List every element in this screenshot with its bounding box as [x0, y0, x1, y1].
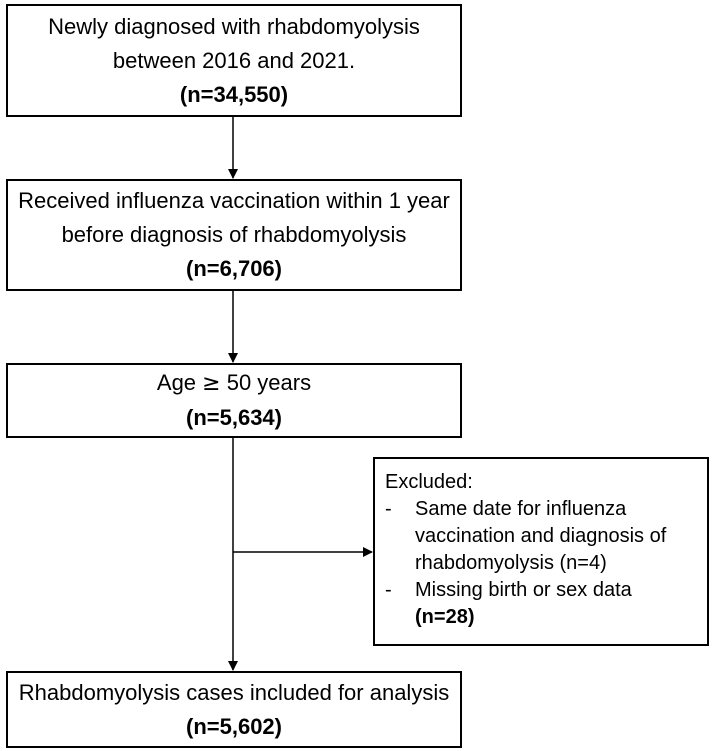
excluded-item-text: Same date for influenza vaccination and …: [415, 498, 667, 574]
box-vaccinated-line1: Received influenza vaccination within 1 …: [18, 188, 450, 213]
box-age-count: (n=5,634): [186, 405, 282, 430]
box-age-label: Age ≥ 50 years: [156, 370, 312, 396]
box-diagnosed-count: (n=34,550): [179, 81, 289, 107]
box-vaccinated: Received influenza vaccination within 1 …: [6, 179, 462, 291]
greater-equal-symbol: ≥: [202, 371, 221, 396]
box-age: Age ≥ 50 years (n=5,634): [6, 363, 462, 438]
excluded-item-text: Missing birth or sex data: [415, 579, 632, 601]
excluded-item-same-date: - Same date for influenza vaccination an…: [385, 496, 699, 577]
box-diagnosed-line1: Newly diagnosed with rhabdomyolysis: [48, 13, 420, 39]
box-diagnosed-line2: between 2016 and 2021.: [112, 47, 356, 73]
box-included-line1: Rhabdomyolysis cases included for analys…: [18, 679, 450, 705]
bullet-dash: -: [385, 498, 392, 520]
excluded-item-missing-data: - Missing birth or sex data (n=28): [385, 577, 699, 631]
box-included-count: (n=5,602): [186, 713, 282, 739]
box-excluded: Excluded: - Same date for influenza vacc…: [373, 457, 709, 646]
bullet-dash: -: [385, 579, 392, 601]
box-diagnosed: Newly diagnosed with rhabdomyolysis betw…: [6, 4, 462, 117]
box-vaccinated-count: (n=6,706): [186, 256, 282, 281]
box-included: Rhabdomyolysis cases included for analys…: [6, 671, 462, 748]
box-vaccinated-line2: before diagnosis of rhabdomyolysis: [61, 222, 407, 247]
excluded-title: Excluded:: [385, 471, 473, 493]
excluded-item-count: (n=28): [415, 606, 475, 628]
